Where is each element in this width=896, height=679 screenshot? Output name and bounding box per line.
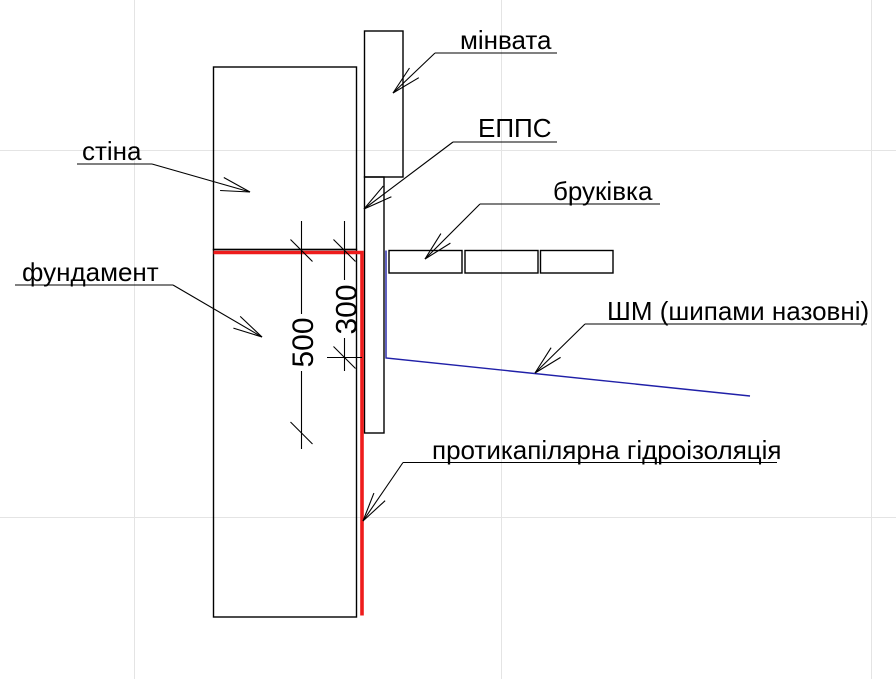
arrowhead-line: [363, 196, 392, 210]
arrowhead-line: [534, 347, 552, 374]
leader-fundament: фундамент: [15, 257, 263, 338]
label-fundament: фундамент: [22, 257, 159, 287]
paving-stones: [388, 249, 614, 274]
arrowhead-line: [233, 327, 263, 338]
label-stina: стіна: [82, 136, 142, 166]
arrowhead-line: [223, 177, 251, 193]
leader-brukivka-line: [424, 203, 481, 260]
leader-epps-line: [363, 141, 454, 210]
leader-stina-line: [151, 163, 251, 193]
wall-rect: [212, 66, 358, 251]
waterproofing-line: [213, 250, 364, 616]
leader-fundament-line: [172, 284, 263, 338]
arrowhead-line: [362, 492, 375, 522]
label-brukivka: бруківка: [553, 176, 653, 206]
arrowhead-line: [392, 77, 420, 94]
leader-epps: ЕППС: [363, 113, 557, 210]
leader-stina: стіна: [77, 136, 251, 193]
foundation-rect: [212, 248, 358, 618]
mineral-wool-rect: [363, 30, 404, 178]
dim-500-tick-top: [290, 239, 313, 262]
label-minvata: мінвата: [460, 25, 552, 55]
arrowhead-line: [424, 242, 451, 260]
leader-minvata-line: [392, 52, 436, 94]
arrowhead-line: [239, 316, 263, 338]
dimension-300: 300: [327, 221, 364, 371]
arrowhead-line: [220, 189, 251, 193]
dimension-500: 500: [287, 221, 320, 449]
arrowhead-line: [362, 500, 386, 522]
paver-stone-1: [388, 249, 463, 274]
arrowhead-line: [392, 67, 410, 94]
leader-hydro: протикапілярна гідроізоляція: [362, 435, 782, 522]
dim-500-value: 500: [287, 317, 320, 367]
epps-board-rect: [363, 176, 385, 434]
leader-shm: ШМ (шипами назовні): [534, 296, 869, 374]
leader-brukivka: бруківка: [424, 176, 660, 260]
dim-300-value: 300: [331, 284, 364, 334]
membrane-line: [385, 250, 751, 397]
label-epps: ЕППС: [478, 113, 552, 143]
dim-500-tick-bottom: [290, 421, 313, 445]
leader-shm-line: [534, 323, 586, 374]
arrowhead-line: [534, 356, 561, 374]
leader-minvata: мінвата: [392, 25, 557, 94]
arrowhead-line: [363, 185, 384, 210]
label-shm: ШМ (шипами назовні): [607, 296, 869, 326]
label-hydro: протикапілярна гідроізоляція: [432, 435, 782, 465]
paver-stone-2: [464, 249, 539, 274]
dim-300-tick-top: [333, 239, 356, 262]
leader-hydro-line: [362, 462, 404, 522]
arrowhead-line: [424, 233, 442, 260]
paver-stone-3: [539, 249, 614, 274]
